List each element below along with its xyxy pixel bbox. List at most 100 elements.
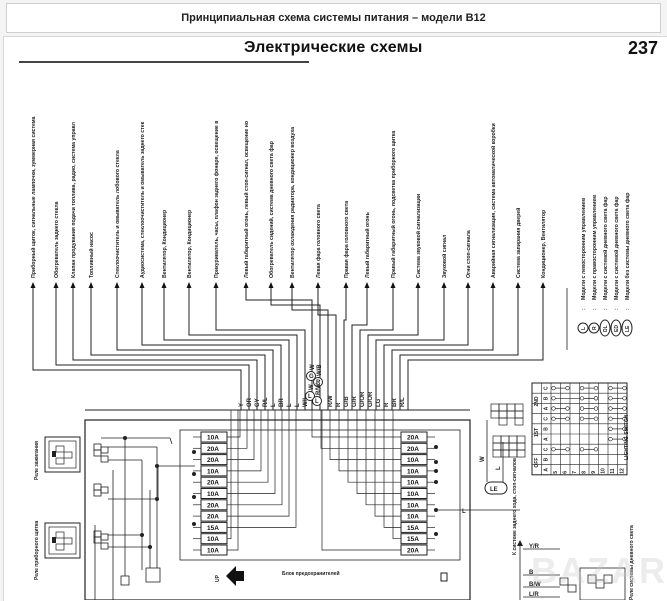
wire-label: R <box>336 402 342 407</box>
wire <box>359 288 394 410</box>
wire-label: GY <box>255 398 261 407</box>
le-connector: LE W L <box>480 420 508 495</box>
bottom-wire-label: B <box>529 570 534 576</box>
header-rule <box>19 61 309 63</box>
arrow-up-icon <box>268 282 274 288</box>
fuse-rating: 10A <box>207 548 219 555</box>
wire <box>407 288 544 410</box>
circled-code <box>305 391 315 401</box>
terminal-number: 6 <box>563 471 569 474</box>
fuse-wire <box>227 410 239 551</box>
wire-label: R <box>384 402 390 407</box>
contact-point <box>593 386 599 391</box>
fuse-rating: 15A <box>207 525 219 532</box>
fuse-block-label: Блок предохранителей <box>282 570 340 577</box>
fuse-wire <box>321 410 401 551</box>
contact-point <box>579 386 585 391</box>
terminal-number: 11 <box>610 468 616 474</box>
manual-page: Электрические схемы 237 <box>3 36 667 601</box>
destination-label: Обогреватель сидений, система дневного с… <box>268 141 275 278</box>
wire <box>116 288 274 410</box>
contact-point <box>622 426 627 432</box>
dashboard-relay: Реле приборного щитка <box>33 521 81 580</box>
fuse-wire <box>227 410 297 528</box>
destination-label: Аудиосистема, стеклоочиститель и омывате… <box>140 121 146 278</box>
wire-label: R/L <box>400 397 406 407</box>
wire-label: OR <box>247 397 253 407</box>
fuse-wire <box>311 410 401 438</box>
destination-label: Система запирания дверей <box>515 208 522 278</box>
fuse-wire <box>227 410 290 517</box>
contact-point <box>551 386 556 391</box>
contact-point <box>593 396 599 401</box>
wire <box>55 288 250 410</box>
switch-position: OFF <box>534 458 540 468</box>
wire-label: BR <box>279 398 285 407</box>
wire <box>383 288 469 410</box>
switch-position: 2ND <box>534 396 540 406</box>
switch-contact: C <box>544 417 550 421</box>
le-wire-w: W <box>480 456 486 462</box>
wire <box>32 288 242 410</box>
fuse-rating: 10A <box>407 457 419 464</box>
fuse-rating: 10A <box>407 468 419 475</box>
fuse-wire <box>356 410 401 494</box>
legend-separator: : <box>614 308 620 310</box>
wire <box>375 288 445 410</box>
fuse-rating: 10A <box>407 480 419 487</box>
le-connector-label: LE <box>490 487 498 493</box>
fuse-wire <box>227 410 232 540</box>
destination-label: Система звуковой сигнализации <box>415 194 422 278</box>
legend-code-badge <box>577 322 589 334</box>
terminal-number: 5 <box>553 471 559 474</box>
contact-point <box>579 406 585 411</box>
wire-label: R/L <box>263 397 269 407</box>
fuse-rating: 20A <box>407 446 419 453</box>
destination-label: Обогреватель заднего стекла <box>53 201 60 278</box>
wire <box>351 288 368 410</box>
wire <box>291 288 329 410</box>
destination-label: Прикуриватель, часы, плафон заднего фона… <box>213 121 220 278</box>
le-note: К системе заднего хода, стоп-сигналов <box>512 458 518 555</box>
wire-label: W <box>310 364 316 370</box>
wire <box>343 288 347 410</box>
daylight-relay <box>559 567 626 600</box>
legend-code: LE <box>625 325 631 332</box>
fuse-wire <box>392 410 401 540</box>
destination-label: Звуковой сигнал <box>441 235 448 278</box>
arrow-up-icon <box>364 282 370 288</box>
contact-point <box>579 416 585 421</box>
destination-label: Правый габаритный огонь, подсветка прибо… <box>390 131 397 278</box>
wire <box>163 288 290 410</box>
destination-label: Правая фара головного света <box>343 201 350 278</box>
fuse-wire <box>383 410 401 528</box>
switch-contact: A <box>544 468 550 472</box>
destination-label: Огни стоп-сигнала <box>466 230 472 278</box>
wire <box>391 288 494 410</box>
terminal-number: 7 <box>572 471 578 474</box>
legend-text: Модели без системы дневного света фар <box>624 193 631 300</box>
fuse-rating: 20A <box>207 480 219 487</box>
fuse-block-inner <box>179 429 461 561</box>
arrow-up-icon <box>315 282 321 288</box>
wire <box>317 288 337 410</box>
terminal-number: 12 <box>620 468 626 474</box>
legend-code-badge <box>588 322 600 334</box>
legend-code-badge <box>621 319 633 337</box>
contact-point <box>551 416 556 421</box>
arrow-up-icon <box>70 282 76 288</box>
ignition-relay-label: Реле зажигания <box>34 441 40 480</box>
top-caption-bar: Принципиальная схема системы питания – м… <box>6 3 661 33</box>
arrow-up-icon <box>213 282 219 288</box>
fuse-wire <box>329 410 401 460</box>
wire-label: BR <box>392 398 398 407</box>
destination-label: Кондиционер, Вентилятор <box>541 210 547 278</box>
wire-label: R/W <box>328 395 334 407</box>
legend-separator: : <box>592 308 598 310</box>
arrow-up-icon <box>540 282 546 288</box>
arrow-up-icon <box>289 282 295 288</box>
